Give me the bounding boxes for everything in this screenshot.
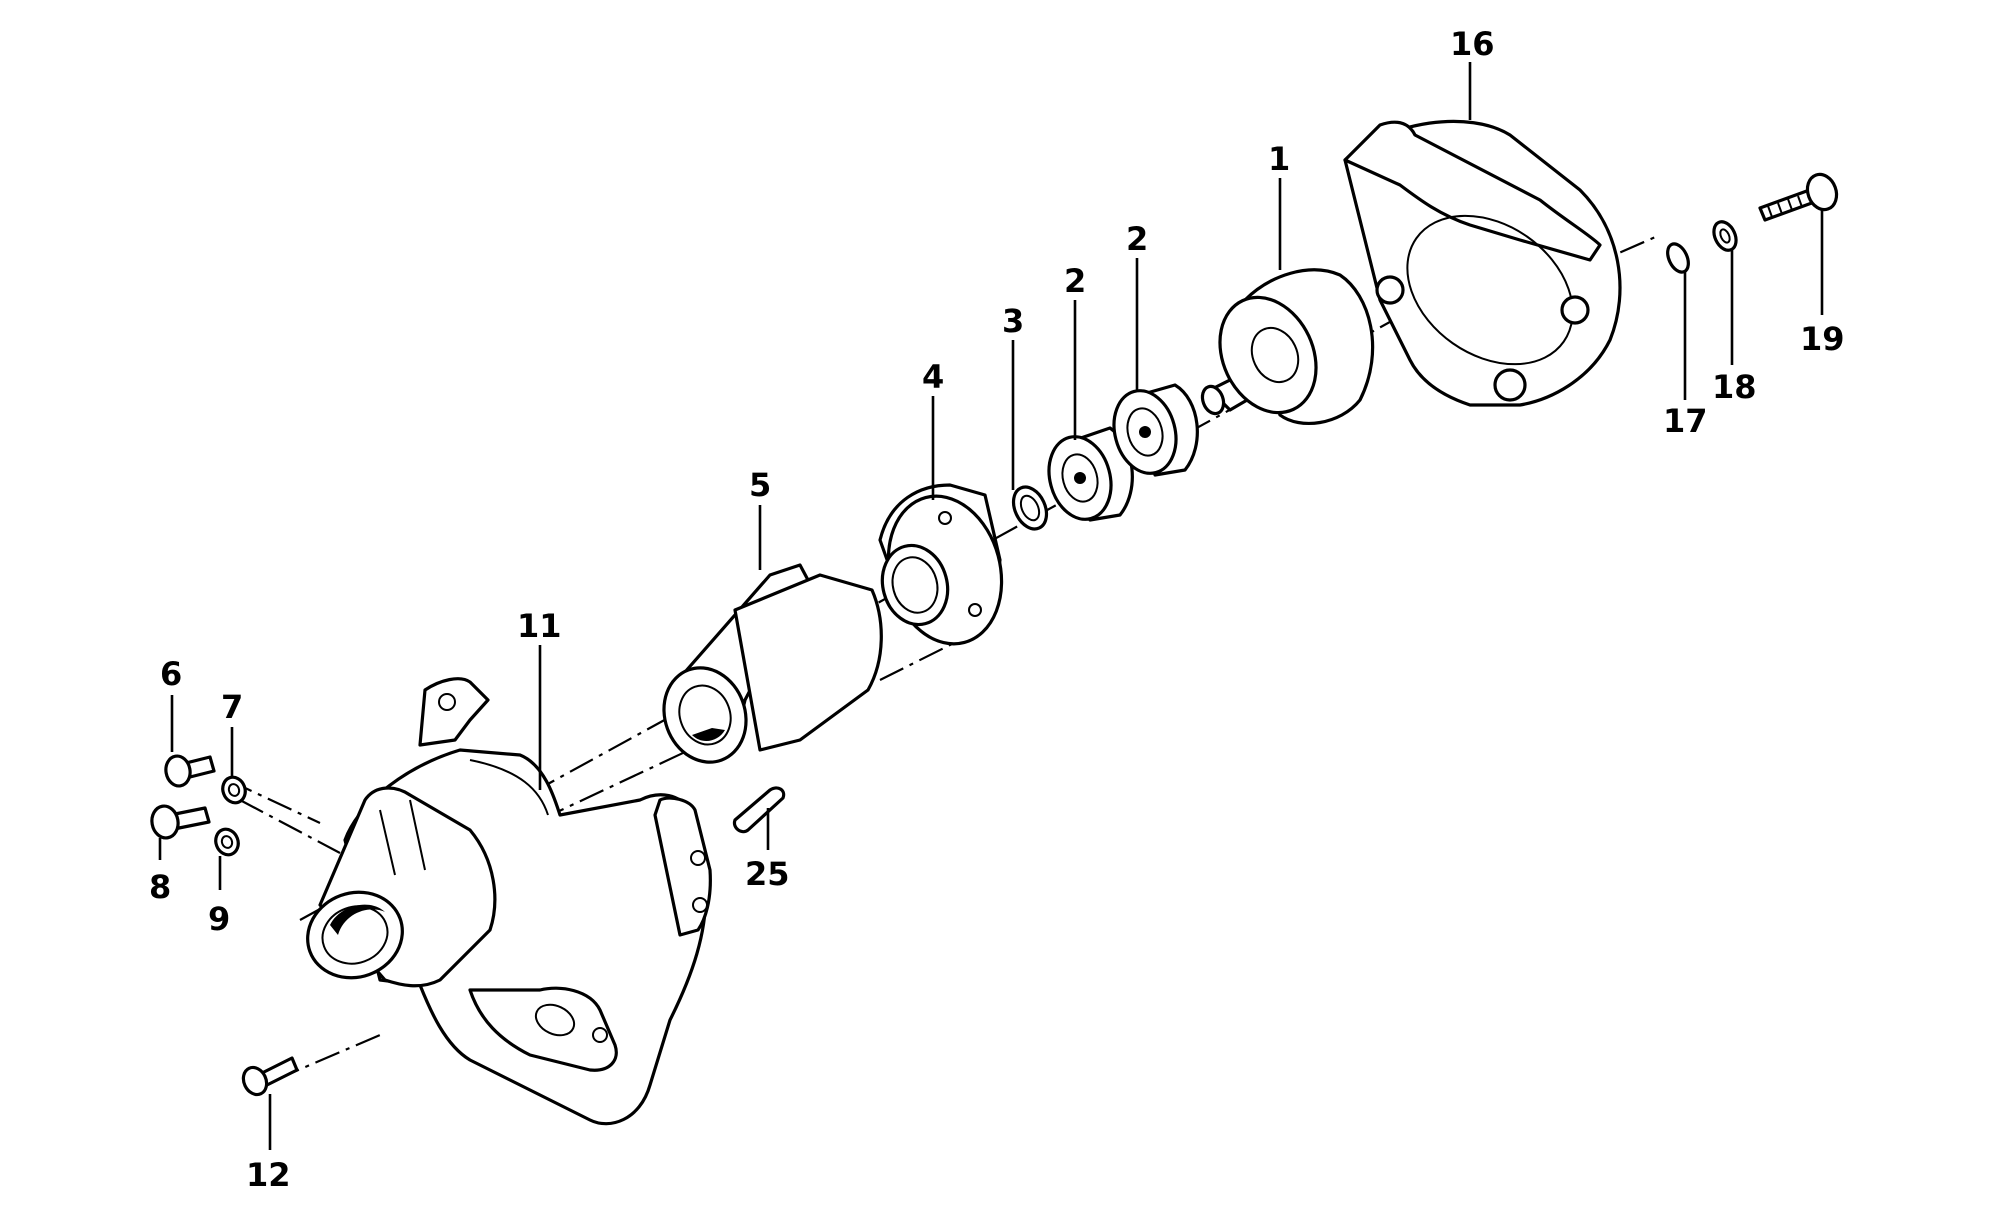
part-4-flange-holder: [878, 483, 1004, 646]
part-11-gear-housing: [306, 677, 712, 1126]
part-3-snap-ring: [1011, 485, 1049, 531]
leader-lines: [158, 62, 1824, 1150]
part-12-screw: [241, 1056, 299, 1097]
label-part-6: 6: [160, 655, 182, 693]
label-part-16: 16: [1450, 25, 1495, 63]
label-part-7: 7: [221, 688, 243, 726]
part-18-spring-washer: [1712, 220, 1738, 252]
part-1-clutch-drum: [1200, 268, 1375, 425]
label-part-11: 11: [517, 607, 562, 645]
label-part-1: 1: [1268, 140, 1290, 178]
label-part-4: 4: [922, 358, 944, 396]
part-17-washer: [1666, 242, 1690, 274]
label-part-9: 9: [208, 900, 230, 938]
label-part-5: 5: [749, 466, 771, 504]
part-16-clutch-cover: [1343, 119, 1622, 407]
part-6-screw: [164, 754, 216, 788]
label-part-2a: 2: [1126, 220, 1148, 258]
part-2-bearing-rear: [1112, 383, 1199, 477]
label-part-18: 18: [1712, 368, 1757, 406]
label-part-3: 3: [1002, 302, 1024, 340]
label-part-12: 12: [246, 1156, 291, 1194]
label-part-25: 25: [745, 855, 790, 893]
part-labels: 1 2 2 3 4 5 6 7 8 9 11 12 16 17 18 19 25: [149, 25, 1845, 1194]
label-part-17: 17: [1663, 402, 1708, 440]
part-9-washer: [214, 827, 240, 857]
part-7-washer: [221, 775, 247, 805]
part-5-tapered-sleeve: [662, 563, 883, 764]
label-part-2b: 2: [1064, 262, 1086, 300]
label-part-19: 19: [1800, 320, 1845, 358]
label-part-8: 8: [149, 868, 171, 906]
part-2-bearing-front: [1047, 426, 1134, 522]
part-19-bolt: [1758, 172, 1839, 222]
part-25-key: [732, 786, 786, 834]
part-8-screw: [150, 804, 211, 840]
